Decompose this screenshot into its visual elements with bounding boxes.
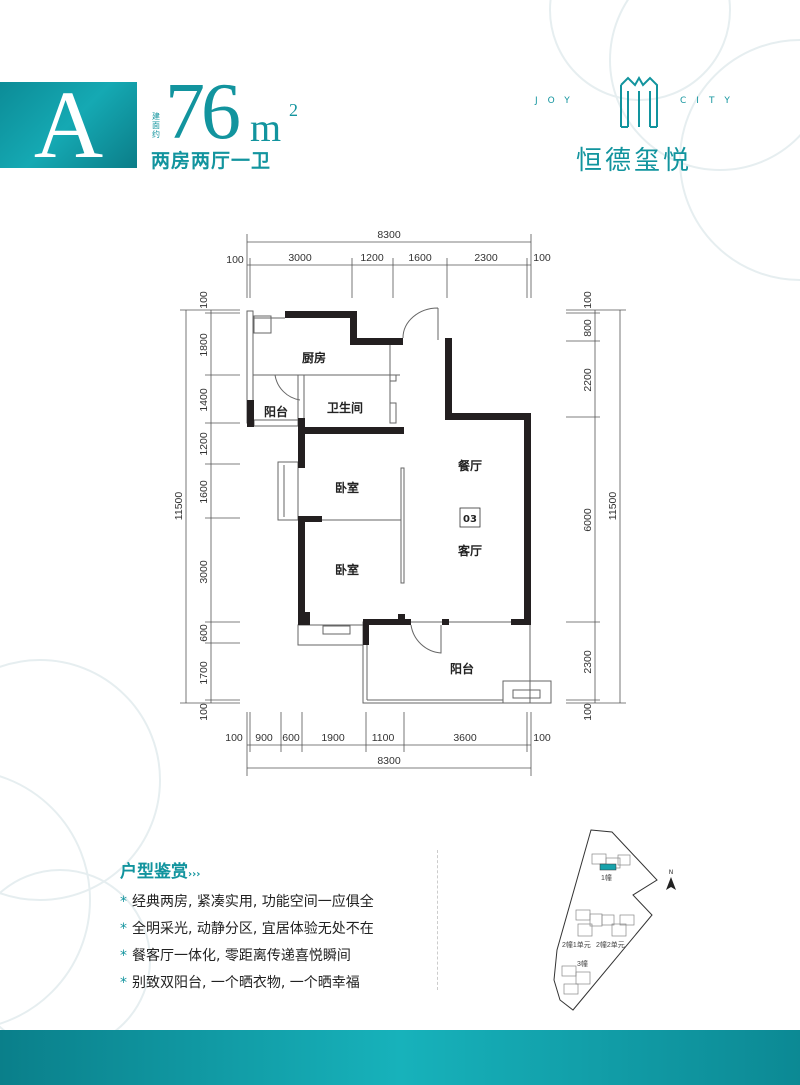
- dim-right: 800: [582, 319, 594, 337]
- site-plan: 1幢 2幢1单元 2幢2单元 3幢 N: [553, 829, 676, 1011]
- dim-left: 100: [198, 703, 210, 721]
- room-label-dining: 餐厅: [458, 458, 482, 473]
- site-building-label: 2幢1单元: [562, 940, 591, 949]
- dim-top-total: 8300: [377, 229, 401, 241]
- dim-bottom: 1100: [372, 732, 395, 744]
- dim-top: 1200: [360, 252, 384, 264]
- dimension-lines: [180, 234, 626, 776]
- dim-top: 1600: [408, 252, 432, 264]
- thick-walls: [247, 311, 531, 645]
- dim-right: 2200: [582, 368, 594, 392]
- dim-bottom: 100: [533, 732, 551, 744]
- dim-left: 3000: [198, 560, 210, 584]
- area-value: 76: [165, 68, 241, 156]
- site-boundary: [553, 829, 658, 1011]
- dim-left: 1400: [198, 388, 210, 412]
- features-title-arrows: ›››: [188, 869, 201, 880]
- room-label-balcony-small: 阳台: [264, 404, 288, 419]
- dim-left: 1600: [198, 480, 210, 504]
- dim-top: 2300: [474, 252, 498, 264]
- unit-number-box: [459, 507, 481, 528]
- north-label: N: [669, 869, 674, 876]
- features-title: 户型鉴赏›››: [120, 857, 200, 882]
- feature-item: * 全明采光, 动静分区, 宜居体验无处不在: [120, 918, 374, 938]
- star-icon: *: [120, 894, 127, 910]
- layout-type: 两房两厅一卫: [151, 150, 272, 172]
- dim-right: 2300: [582, 650, 594, 674]
- feature-text: 别致双阳台, 一个晒衣物, 一个晒幸福: [132, 975, 360, 991]
- dim-bottom: 3600: [453, 732, 477, 744]
- feature-item: * 餐客厅一体化, 零距离传递喜悦瞬间: [120, 945, 351, 965]
- floor-plan: 厨房 卫生间 阳台 卧室 餐厅 03 客厅 卧室 阳台 8300 100 300…: [173, 229, 626, 776]
- star-icon: *: [120, 975, 127, 991]
- feature-text: 餐客厅一体化, 零距离传递喜悦瞬间: [132, 948, 351, 964]
- dim-left: 1700: [198, 661, 210, 685]
- star-icon: *: [120, 948, 127, 964]
- room-label-bedroom-1: 卧室: [335, 480, 359, 495]
- footer-band: [0, 1030, 800, 1085]
- features-title-text: 户型鉴赏: [120, 862, 188, 882]
- site-buildings: [561, 853, 635, 995]
- dim-right: 100: [582, 291, 594, 309]
- feature-item: * 别致双阳台, 一个晒衣物, 一个晒幸福: [120, 972, 360, 992]
- dim-right-total: 11500: [607, 492, 619, 521]
- brand-en-right: CITY: [680, 96, 740, 106]
- site-unit-highlight: [599, 863, 617, 871]
- area-unit-superscript: 2: [289, 100, 298, 120]
- thin-walls: [246, 307, 552, 704]
- room-label-balcony-large: 阳台: [450, 661, 474, 676]
- unit-type-badge: A: [0, 77, 137, 173]
- room-label-kitchen: 厨房: [302, 350, 326, 365]
- feature-item: * 经典两房, 紧凑实用, 功能空间一应俱全: [120, 891, 374, 911]
- feature-text: 经典两房, 紧凑实用, 功能空间一应俱全: [132, 894, 374, 910]
- dim-bottom: 900: [255, 732, 273, 744]
- dim-right: 100: [582, 703, 594, 721]
- site-building-label: 1幢: [601, 873, 612, 882]
- room-label-bathroom: 卫生间: [327, 400, 363, 415]
- dim-left: 1200: [198, 432, 210, 456]
- room-label-bedroom-2: 卧室: [335, 562, 359, 577]
- unit-number: 03: [463, 514, 477, 525]
- dim-bottom: 1900: [321, 732, 345, 744]
- room-label-living: 客厅: [457, 543, 482, 558]
- brand-cn-name: 恒德玺悦: [576, 146, 693, 176]
- dim-top: 100: [533, 252, 551, 264]
- dim-top: 3000: [288, 252, 312, 264]
- brand-logo-icon: [620, 75, 658, 128]
- section-divider: [437, 850, 438, 990]
- site-building-label: 3幢: [577, 959, 588, 968]
- dim-left-total: 11500: [173, 492, 185, 521]
- north-arrow-icon: [666, 877, 676, 890]
- area-prefix: 建面约: [152, 112, 160, 139]
- dim-bottom: 100: [225, 732, 243, 744]
- dim-bottom-total: 8300: [377, 755, 401, 767]
- dim-bottom: 600: [282, 732, 300, 744]
- brand-en-left: JOY: [535, 96, 580, 106]
- site-building-label: 2幢2单元: [596, 940, 625, 949]
- dim-left: 100: [198, 291, 210, 309]
- dim-top: 100: [226, 254, 244, 266]
- dim-left: 600: [198, 624, 210, 642]
- dim-left: 1800: [198, 333, 210, 357]
- feature-text: 全明采光, 动静分区, 宜居体验无处不在: [132, 921, 374, 937]
- star-icon: *: [120, 921, 127, 937]
- area-unit: m: [250, 105, 282, 150]
- dim-right: 6000: [582, 508, 594, 532]
